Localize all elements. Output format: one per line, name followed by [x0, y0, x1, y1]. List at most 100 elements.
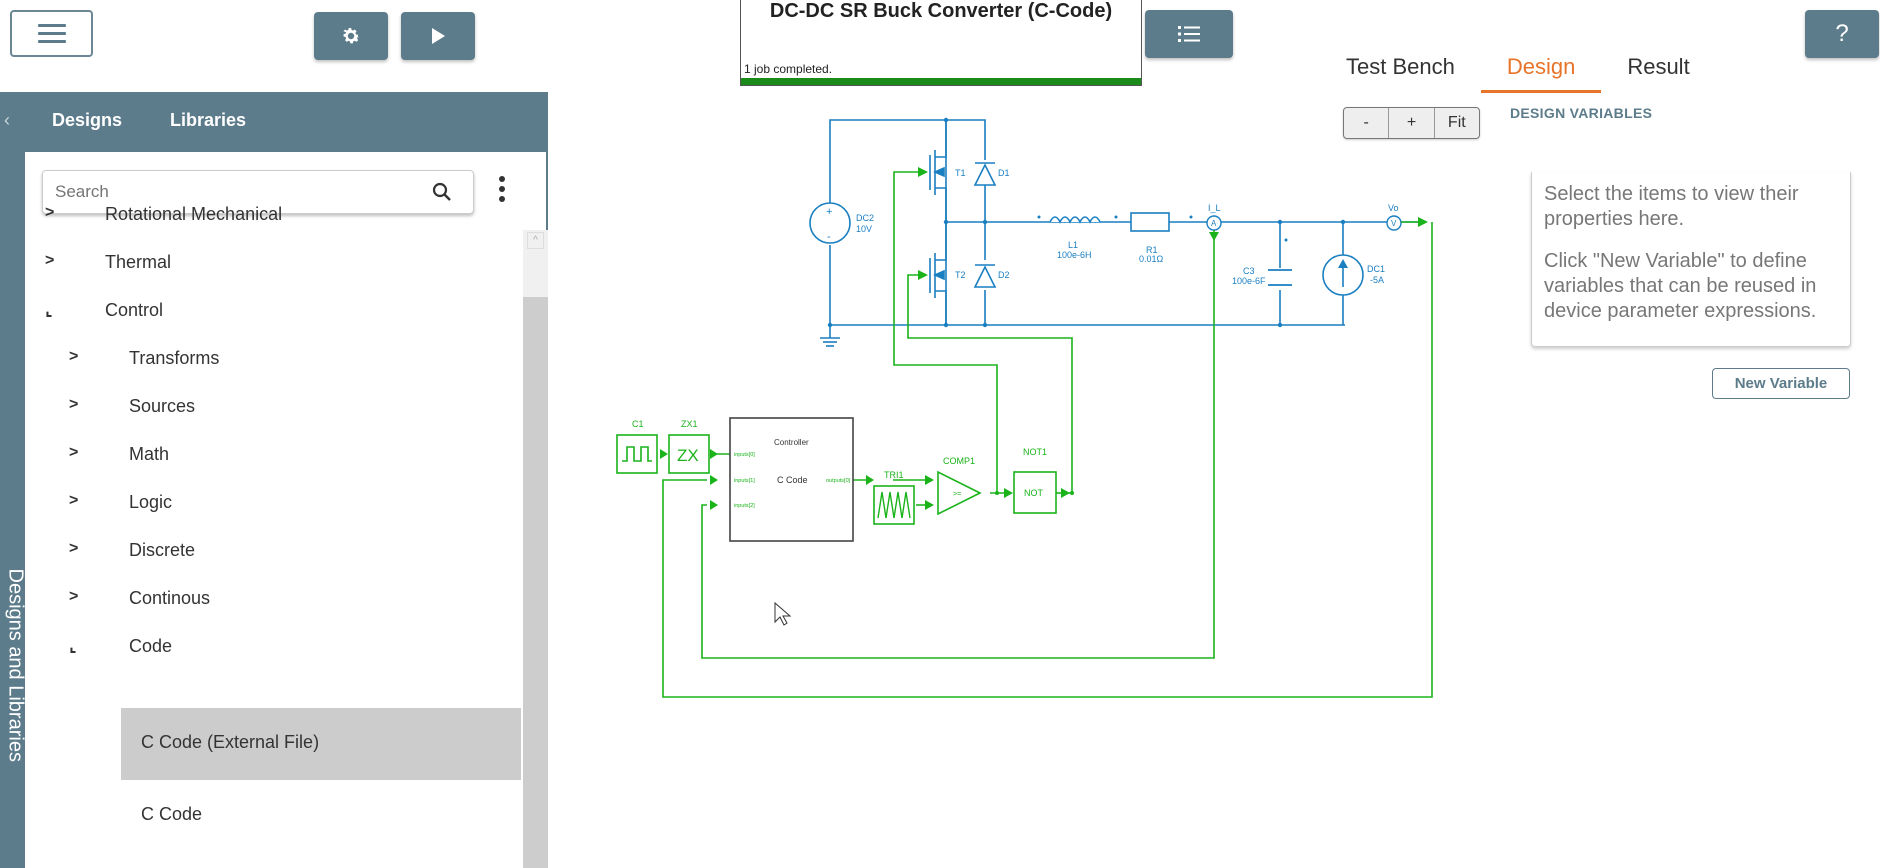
scroll-up-icon[interactable]: ^	[527, 232, 544, 249]
l1-label: L1	[1068, 240, 1078, 250]
gear-icon	[343, 28, 360, 44]
zoom-in-button[interactable]: +	[1389, 108, 1435, 138]
zx-symbol: ZX	[677, 446, 699, 465]
zx1-block[interactable]	[668, 434, 710, 474]
menu-button[interactable]	[10, 10, 93, 57]
controller-title: Controller	[774, 438, 809, 447]
selected-row-highlight	[121, 708, 521, 780]
run-button[interactable]	[401, 12, 475, 60]
new-variable-hint-text: Click "New Variable" to define variables…	[1544, 250, 1817, 322]
chevron-right-icon: >	[69, 540, 79, 557]
library-panel-header: Designs Libraries	[25, 92, 548, 152]
r1-value: 0.01Ω	[1139, 254, 1164, 264]
dc2-plus: +	[826, 206, 832, 218]
expanded-corner-icon: ⌞	[69, 638, 77, 655]
wire	[829, 119, 986, 227]
r1-resistor[interactable]	[1130, 212, 1170, 232]
dc1-arrowhead	[1338, 259, 1348, 268]
control-wires	[662, 171, 1433, 698]
zoom-fit-button[interactable]: Fit	[1447, 114, 1466, 131]
c3-capacitor[interactable]	[1268, 269, 1292, 286]
list-icon	[1178, 26, 1200, 42]
t1-mosfet[interactable]	[929, 120, 947, 222]
tab-result[interactable]: Result	[1627, 54, 1690, 79]
t2-mosfet[interactable]	[929, 222, 947, 325]
dc1-value: -5A	[1370, 275, 1384, 285]
vo-voltmeter[interactable]	[1386, 215, 1402, 231]
tab-libraries[interactable]: Libraries	[170, 110, 247, 130]
library-panel: ^ > Rotational Mechanical > Thermal ⌞ Co…	[25, 152, 548, 868]
l1-inductor[interactable]	[1049, 216, 1101, 224]
expanded-corner-icon: ⌞	[45, 302, 53, 319]
t1-label: T1	[955, 168, 966, 178]
scrollbar-thumb[interactable]	[523, 297, 548, 868]
settings-button[interactable]	[314, 12, 388, 60]
chevron-left-icon[interactable]: ‹	[4, 110, 10, 130]
status-message: 1 job completed.	[744, 62, 833, 76]
chevron-right-icon: >	[69, 444, 79, 461]
project-title: DC-DC SR Buck Converter (C-Code)	[769, 0, 1113, 22]
c1-label: C1	[632, 419, 644, 429]
tab-test-bench[interactable]: Test Bench	[1346, 54, 1455, 79]
main-tabs: Test Bench Design Result	[1320, 50, 1716, 93]
chevron-right-icon: >	[69, 492, 79, 509]
not1-label: NOT1	[1023, 447, 1047, 457]
voltmeter-symbol: V	[1391, 219, 1397, 228]
l1-value: 100e-6H	[1057, 250, 1092, 260]
more-options-icon[interactable]	[497, 176, 507, 206]
r1-label: R1	[1146, 245, 1158, 255]
hamburger-icon	[37, 19, 66, 48]
play-icon	[432, 28, 445, 44]
tab-designs[interactable]: Designs	[52, 110, 123, 130]
ammeter-symbol: A	[1211, 219, 1217, 228]
c3-label: C3	[1243, 266, 1255, 276]
properties-hint-box: Select the items to view their propertie…	[1531, 172, 1851, 347]
not1-block[interactable]	[1013, 471, 1057, 514]
controller-type: C Code	[777, 475, 808, 485]
search-input[interactable]	[55, 179, 415, 205]
vertical-panel-label: Designs and Libraries	[4, 568, 27, 762]
properties-hint-text: Select the items to view their propertie…	[1544, 183, 1799, 230]
controller-output-0: outputs[0]	[826, 478, 851, 484]
chevron-right-icon: >	[69, 396, 79, 413]
d2-label: D2	[998, 270, 1010, 280]
zoom-out-button[interactable]: -	[1344, 108, 1390, 138]
d1-diode[interactable]	[973, 162, 997, 186]
control-arrowheads	[660, 167, 1428, 510]
dc1-label: DC1	[1367, 264, 1385, 274]
search-icon[interactable]	[431, 181, 453, 203]
tri1-label: TRI1	[884, 470, 904, 480]
c1-clock-block[interactable]	[616, 434, 658, 474]
d2-diode[interactable]	[973, 264, 997, 288]
comp1-label: COMP1	[943, 456, 975, 466]
zx1-label: ZX1	[681, 419, 698, 429]
junction-dots	[827, 117, 1346, 328]
help-icon: ?	[1835, 20, 1849, 47]
dc2-minus: -	[827, 231, 831, 243]
controller-c-code-block[interactable]	[729, 417, 854, 542]
chevron-right-icon: >	[69, 588, 79, 605]
job-list-button[interactable]	[1145, 10, 1233, 58]
new-variable-button[interactable]: New Variable	[1712, 368, 1850, 399]
help-button[interactable]: ?	[1805, 10, 1879, 58]
zoom-controls: - + Fit	[1343, 107, 1480, 139]
progress-bar	[741, 78, 1141, 85]
job-status-panel: DC-DC SR Buck Converter (C-Code) 1 job c…	[740, 0, 1142, 86]
mouse-cursor-icon	[774, 601, 792, 626]
designs-libraries-collapse-strip[interactable]: ‹ Designs and Libraries	[0, 92, 27, 868]
square-wave-icon	[622, 446, 652, 462]
comp1-comparator[interactable]	[937, 470, 982, 516]
not-symbol: NOT	[1024, 488, 1044, 498]
chevron-right-icon: >	[69, 348, 79, 365]
chevron-right-icon: >	[45, 252, 55, 269]
vo-label: Vo	[1388, 203, 1399, 213]
dc2-voltage-source[interactable]	[809, 202, 851, 244]
tab-design[interactable]: Design	[1480, 50, 1602, 93]
search-box	[42, 170, 474, 214]
il-label: I_L	[1208, 203, 1221, 213]
c3-value: 100e-6F	[1232, 276, 1266, 286]
dc2-label: DC2	[856, 213, 874, 223]
t2-label: T2	[955, 270, 966, 280]
schematic-canvas[interactable]: + - DC2 10V T1 D1 T2 D	[550, 92, 1540, 868]
design-variables-title: DESIGN VARIABLES	[1510, 105, 1653, 121]
